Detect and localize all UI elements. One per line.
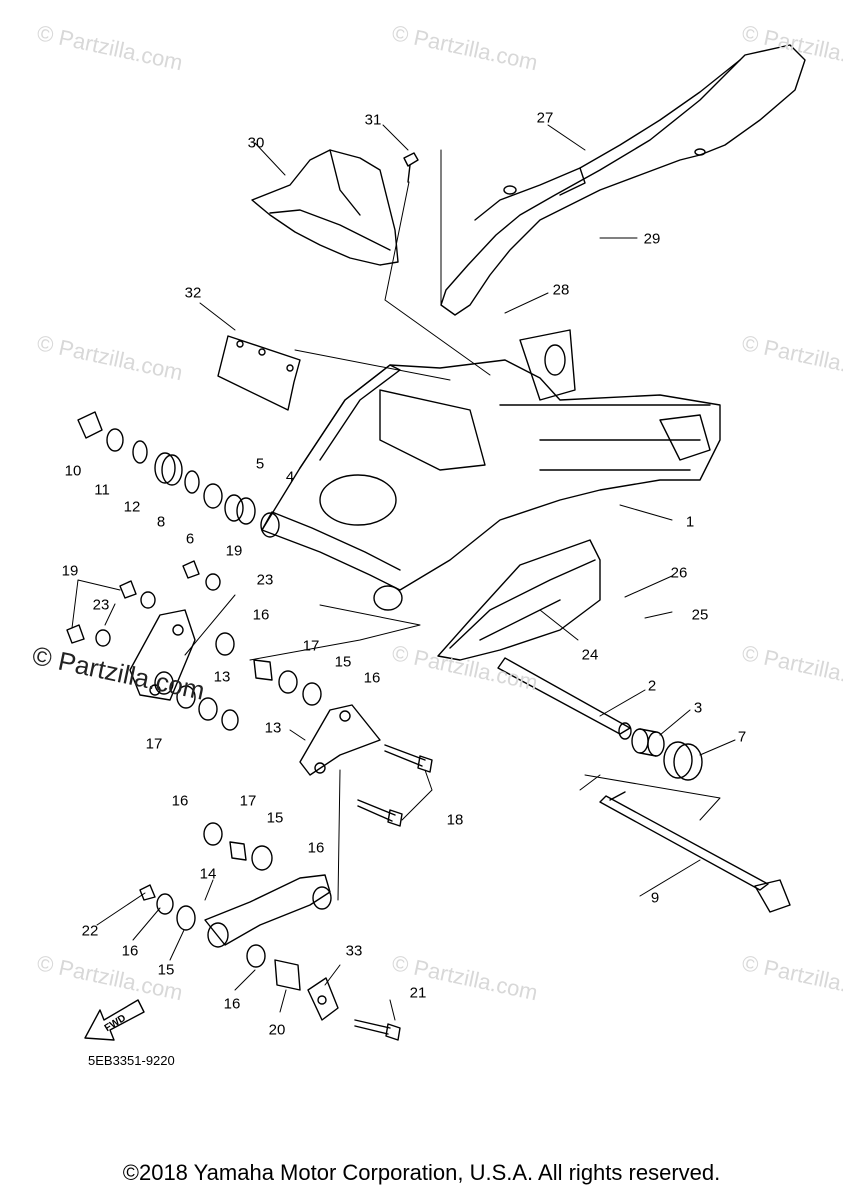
- bearing-3: [631, 728, 665, 757]
- callout-2: 2: [647, 677, 657, 695]
- callout-19b: 19: [61, 562, 79, 580]
- callout-25: 25: [691, 606, 709, 624]
- pivot-collar-2: [497, 657, 632, 740]
- callout-16c: 16: [171, 792, 189, 810]
- callout-22: 22: [81, 922, 99, 940]
- callout-21: 21: [409, 984, 427, 1002]
- callout-16e: 16: [121, 942, 139, 960]
- callout-9: 9: [650, 889, 660, 907]
- callout-14: 14: [199, 865, 217, 883]
- callout-11: 11: [94, 481, 110, 499]
- relay-arm-bracket-13: [129, 609, 381, 776]
- copyright-notice: ©2018 Yamaha Motor Corporation, U.S.A. A…: [122, 1160, 721, 1185]
- fwd-arrow-icon: [84, 999, 145, 1041]
- callout-17c: 17: [239, 792, 257, 810]
- leader-lines: [71, 124, 736, 1021]
- collar-7: [663, 741, 703, 781]
- swingarm-part: [260, 329, 721, 611]
- callout-19a: 19: [225, 542, 243, 560]
- callout-32: 32: [184, 284, 202, 302]
- callout-16f: 16: [223, 995, 241, 1013]
- callout-16b: 16: [363, 669, 381, 687]
- callout-12: 12: [123, 498, 141, 516]
- small-nuts-washers: [66, 560, 322, 731]
- plate-32: [217, 335, 301, 411]
- callout-4: 4: [285, 468, 295, 486]
- callout-15b: 15: [266, 809, 284, 827]
- callout-8: 8: [156, 513, 166, 531]
- callout-29: 29: [643, 230, 661, 248]
- callout-23a: 23: [256, 571, 274, 589]
- bolts-18: [357, 744, 433, 827]
- chain-guide-part: [437, 539, 601, 661]
- callout-10: 10: [64, 462, 82, 480]
- callout-28: 28: [552, 281, 570, 299]
- callout-7: 7: [737, 728, 747, 746]
- diagram-part-number: 5EB3351-9220: [88, 1053, 175, 1068]
- callout-26: 26: [670, 564, 688, 582]
- callout-27: 27: [536, 109, 554, 127]
- callout-13b: 13: [264, 719, 282, 737]
- callout-16d: 16: [307, 839, 325, 857]
- lower-link-parts: [139, 822, 401, 1041]
- callout-15c: 15: [157, 961, 175, 979]
- callout-31: 31: [364, 111, 382, 129]
- callout-18: 18: [446, 811, 464, 829]
- pivot-bolt-9: [599, 791, 791, 913]
- callout-13a: 13: [213, 668, 231, 686]
- callout-30: 30: [247, 134, 265, 152]
- callout-17b: 17: [145, 735, 163, 753]
- callout-1: 1: [685, 513, 695, 531]
- callout-17a: 17: [302, 637, 320, 655]
- callout-3: 3: [693, 699, 703, 717]
- chain-case-part: [440, 44, 806, 316]
- callout-20: 20: [268, 1021, 286, 1039]
- callout-24: 24: [581, 646, 599, 664]
- callout-15a: 15: [334, 653, 352, 671]
- callout-33: 33: [345, 942, 363, 960]
- rear-cover-part: [251, 149, 399, 266]
- callout-5: 5: [255, 455, 265, 473]
- callout-23b: 23: [92, 596, 110, 614]
- pivot-hardware-row: [77, 411, 256, 525]
- bolt-31: [403, 152, 419, 183]
- callout-16a: 16: [252, 606, 270, 624]
- callout-6: 6: [185, 530, 195, 548]
